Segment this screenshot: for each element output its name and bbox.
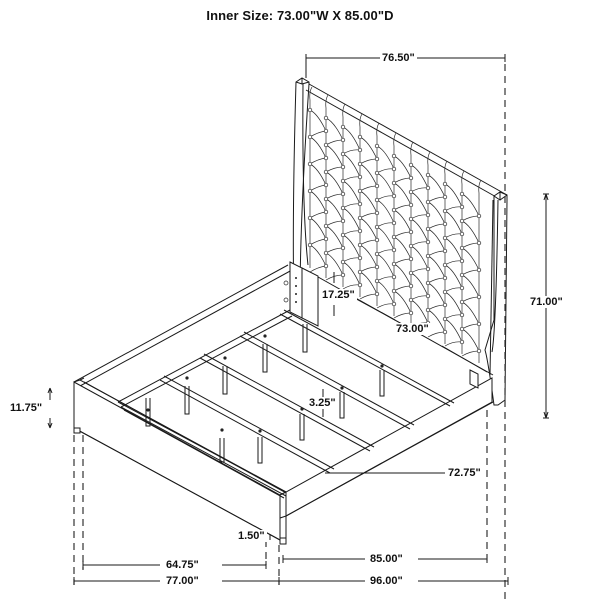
dimension-overall-width: 77.00" (164, 575, 201, 587)
dimension-leg-height: 1.50" (236, 530, 267, 542)
dimension-headboard-width: 76.50" (380, 52, 417, 64)
dimension-headboard-height: 71.00" (528, 296, 565, 308)
dimension-overall-length: 96.00" (368, 575, 405, 587)
dimension-side-height: 11.75" (8, 402, 45, 414)
dimension-slat-support-height: 3.25" (307, 397, 338, 409)
dimension-bracket-height: 17.25" (320, 289, 357, 301)
dimension-inner-length: 85.00" (368, 553, 405, 565)
dimension-lines (47, 54, 549, 600)
inner-size-title: Inner Size: 73.00"W X 85.00"D (206, 8, 394, 23)
bed-frame (73, 261, 494, 545)
dimension-inner-depth-bottom: 64.75" (164, 559, 201, 571)
dimension-rail-length: 72.75" (446, 467, 483, 479)
headboard (292, 77, 508, 406)
dimension-inner-width: 73.00" (394, 323, 431, 335)
